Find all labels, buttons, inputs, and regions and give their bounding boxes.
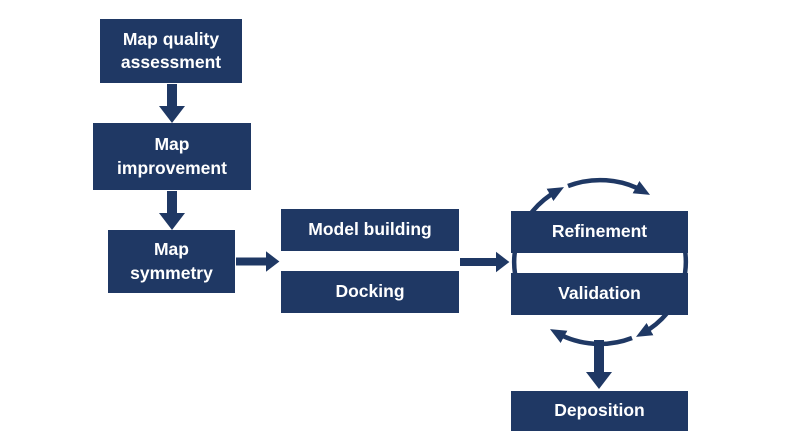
- node-docking: Docking: [281, 271, 459, 313]
- node-validation: Validation: [511, 273, 688, 315]
- node-map-improvement: Map improvement: [93, 123, 251, 190]
- node-model-building: Model building: [281, 209, 459, 251]
- node-map-quality-assessment: Map quality assessment: [100, 19, 242, 83]
- cycle-arc-bottom-to-left: [549, 329, 633, 347]
- node-deposition: Deposition: [511, 391, 688, 431]
- node-refinement: Refinement: [511, 211, 688, 253]
- cycle-arc-top-to-right: [567, 177, 651, 195]
- node-map-symmetry: Map symmetry: [108, 230, 235, 293]
